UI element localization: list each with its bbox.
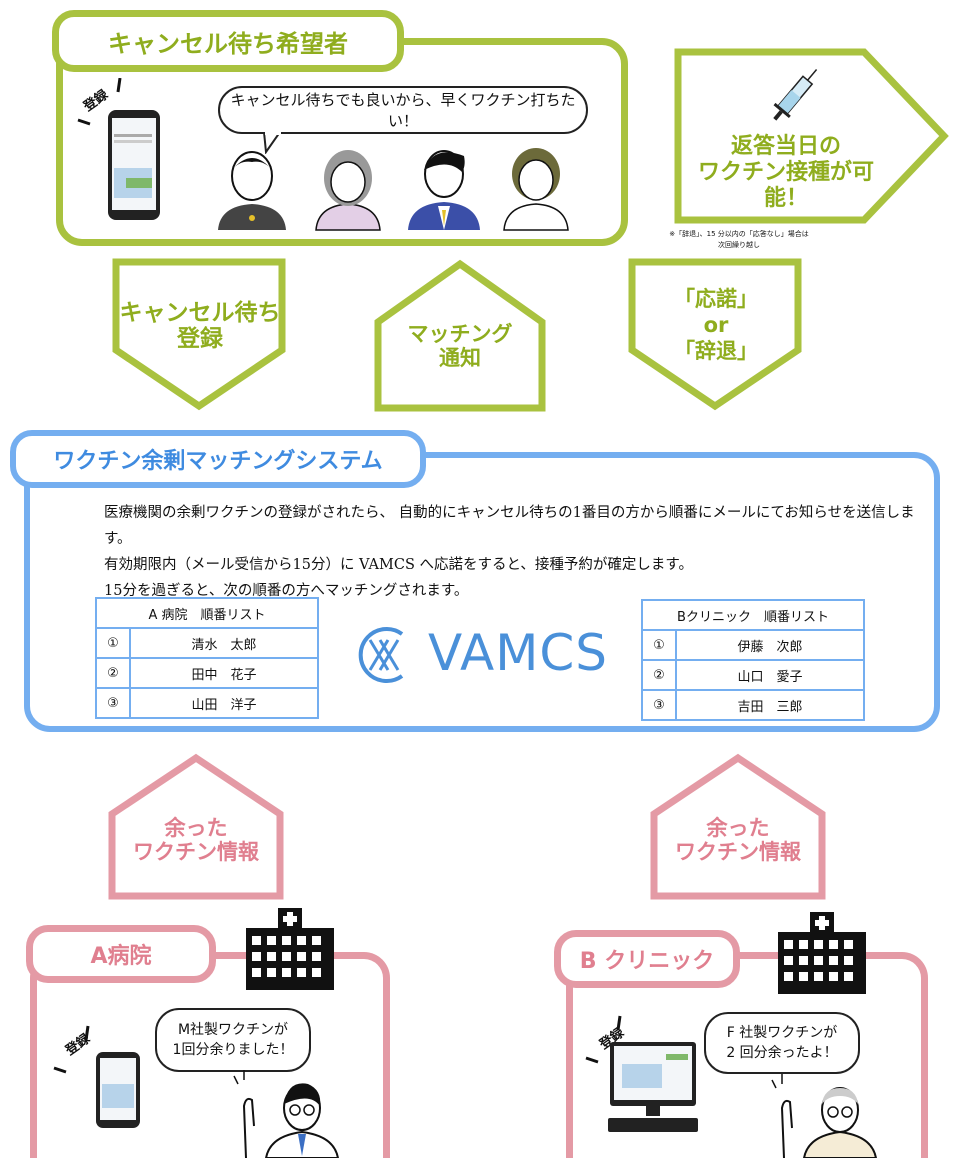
vaccination-arrow-shape	[674, 48, 949, 224]
list-b-header: Bクリニック 順番リスト	[641, 599, 865, 631]
register-arrow-line1: キャンセル待ち	[119, 300, 281, 326]
vamcs-logo-icon	[358, 627, 404, 683]
bubble-tail	[262, 132, 282, 154]
system-desc-line2: 有効期限内（メール受信から15分）に VAMCS へ応諾をすると、接種予約が確定…	[104, 557, 693, 573]
respond-arrow	[628, 258, 802, 411]
surplus-arrow-a	[108, 753, 284, 900]
system-description: 医療機関の余剰ワクチンの登録がされたら、 自動的にキャンセル待ちの1番目の方から…	[104, 500, 924, 604]
notify-arrow-line2: 通知	[439, 346, 481, 371]
clinic-b-speech-line2: 2 回分余ったよ！	[726, 1045, 838, 1061]
register-arrow-label: キャンセル待ち 登録	[110, 300, 290, 353]
system-desc-line1: 医療機関の余剰ワクチンの登録がされたら、 自動的にキャンセル待ちの1番目の方から…	[104, 505, 915, 547]
patient-name: 吉田 三郎	[675, 689, 865, 721]
system-desc-line3: 15分を過ぎると、次の順番の方へマッチングされます。	[104, 583, 469, 599]
hospital-a-speech-line2: 1回分余りました！	[172, 1042, 294, 1058]
register-arrow-line2: 登録	[177, 326, 223, 353]
clinic-b-speech-line1: F 社製ワクチンが	[726, 1025, 838, 1041]
patient-name: 田中 花子	[129, 657, 319, 689]
decline-note-line1: ※「辞退」、15 分以内の「応答なし」場合は	[669, 230, 809, 238]
waitlist-speech-bubble: キャンセル待ちでも良いから、早くワクチン打ちたい！	[218, 86, 588, 134]
clinic-b-speech-bubble: F 社製ワクチンが 2 回分余ったよ！	[704, 1012, 860, 1074]
surplus-arrow-b-label: 余った ワクチン情報	[648, 816, 828, 864]
hospital-a-phone-icon	[53, 1025, 140, 1128]
rank-number: ①	[95, 627, 131, 659]
patient-name: 山田 洋子	[129, 687, 319, 719]
patient-name: 清水 太郎	[129, 627, 319, 659]
rank-number: ②	[95, 657, 131, 689]
list-a-header: A 病院 順番リスト	[95, 597, 319, 629]
surplus-arrow-b	[650, 753, 826, 900]
clinic-building-icon	[778, 912, 866, 994]
register-arrow	[112, 258, 286, 411]
respond-arrow-line1: 「応諾」	[674, 287, 758, 311]
rank-number: ①	[641, 629, 677, 661]
vaccination-line1: 返答当日の	[730, 134, 841, 159]
surplus-arrow-a-label: 余った ワクチン情報	[106, 816, 286, 864]
surplus-a-line1: 余った	[164, 816, 228, 840]
doctor-a-illustration	[233, 1070, 340, 1158]
notify-arrow-label: マッチング 通知	[372, 322, 548, 370]
rank-number: ③	[641, 689, 677, 721]
notify-arrow-line1: マッチング	[407, 322, 513, 346]
vamcs-logo-text: VAMCS	[428, 624, 608, 682]
computer-icon	[585, 1015, 698, 1132]
waitlist-title: キャンセル待ち希望者	[52, 10, 404, 72]
respond-arrow-line3: 「辞退」	[674, 339, 758, 363]
hospital-building-icon	[246, 908, 334, 990]
people-illustration	[218, 148, 569, 231]
system-title: ワクチン余剰マッチングシステム	[10, 430, 426, 488]
surplus-b-line2: ワクチン情報	[675, 840, 801, 865]
phone-icon	[77, 78, 160, 220]
rank-number: ③	[95, 687, 131, 719]
clinic-b-title: B クリニック	[554, 930, 740, 988]
hospital-a-speech-line1: M社製ワクチンが	[177, 1022, 289, 1038]
decline-note-line2: 次回繰り越し	[718, 241, 760, 249]
vaccination-line2: ワクチン接種が可能！	[697, 160, 874, 211]
hospital-a-title: A病院	[26, 925, 216, 983]
syringe-icon	[773, 69, 818, 121]
patient-name: 山口 愛子	[675, 659, 865, 691]
decline-note: ※「辞退」、15 分以内の「応答なし」場合は 次回繰り越し	[644, 229, 834, 251]
patient-name: 伊藤 次郎	[675, 629, 865, 661]
respond-arrow-label: 「応諾」 or 「辞退」	[626, 286, 806, 364]
vaccination-text: 返答当日の ワクチン接種が可能！	[688, 134, 884, 212]
notify-arrow	[374, 259, 546, 412]
surplus-b-line1: 余った	[706, 816, 770, 840]
surplus-a-line2: ワクチン情報	[133, 840, 259, 865]
doctor-b-illustration	[771, 1074, 878, 1158]
respond-arrow-line2: or	[703, 313, 729, 337]
hospital-a-speech-bubble: M社製ワクチンが 1回分余りました！	[155, 1008, 311, 1072]
rank-number: ②	[641, 659, 677, 691]
